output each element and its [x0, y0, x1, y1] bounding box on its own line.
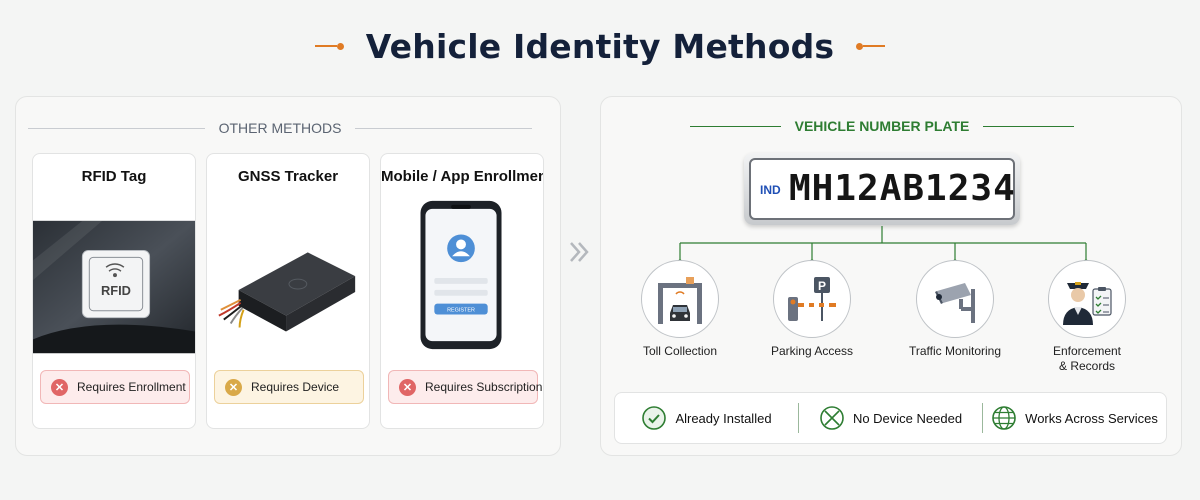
enforcement-label-line1: Enforcement — [1052, 344, 1122, 358]
plate-country-code: IND — [760, 183, 781, 197]
other-methods-heading-label: OTHER METHODS — [218, 120, 342, 136]
requires-enrollment-badge: ✕ Requires Enrollment — [40, 370, 190, 404]
benefit-works-across-services: Works Across Services — [983, 405, 1166, 431]
smartphone-image: REGISTER — [381, 200, 543, 350]
x-circle-icon: ✕ — [399, 378, 416, 396]
enforcement-label-line2: & Records — [1058, 359, 1116, 373]
requires-subscription-badge: ✕ Requires Subscription — [388, 370, 542, 404]
enforcement-records-label: Enforcement & Records — [1032, 344, 1142, 374]
requires-device-label: Requires Device — [251, 380, 340, 394]
requires-device-badge: ✕ Requires Device — [214, 370, 364, 404]
works-across-services-label: Works Across Services — [1025, 410, 1158, 426]
parking-gate-icon: P — [773, 260, 851, 338]
globe-icon — [992, 406, 1016, 430]
x-circle-icon: ✕ — [51, 378, 68, 396]
service-traffic-monitoring: Traffic Monitoring — [900, 260, 1010, 359]
rfid-image-text: RFID — [101, 283, 131, 298]
service-toll-collection: Toll Collection — [625, 260, 735, 359]
benefit-no-device-needed: No Device Needed — [799, 405, 982, 431]
benefit-already-installed: Already Installed — [615, 405, 798, 431]
benefit-divider — [982, 403, 983, 433]
rfid-tag-card: RFID Tag RFID ✕ Requires Enrollment — [32, 153, 196, 429]
gnss-tracker-card: GNSS Tracker ✕ Requires Device — [206, 153, 370, 429]
traffic-monitoring-label: Traffic Monitoring — [908, 344, 1002, 358]
other-methods-heading: OTHER METHODS — [28, 120, 533, 136]
police-officer-icon — [1048, 260, 1126, 338]
title-decoration-right — [856, 42, 886, 50]
no-device-icon — [820, 406, 844, 430]
gnss-tracker-image — [207, 220, 369, 354]
benefits-bar: Already Installed No Device Needed Works… — [614, 392, 1167, 444]
double-chevron-right-icon — [570, 242, 589, 262]
toll-collection-label: Toll Collection — [642, 344, 718, 358]
register-button-text: REGISTER — [447, 308, 475, 314]
gnss-tracker-card-title: GNSS Tracker — [237, 168, 339, 185]
title-row: Vehicle Identity Methods — [0, 22, 1200, 70]
requires-subscription-label: Requires Subscription — [425, 380, 543, 394]
mobile-app-enrollment-card: Mobile / App Enrollment REGISTER ✕ Requi… — [380, 153, 544, 429]
page-title: Vehicle Identity Methods — [365, 26, 835, 66]
service-enforcement-records: Enforcement & Records — [1032, 260, 1142, 374]
no-device-needed-label: No Device Needed — [852, 410, 963, 426]
plate-number: MH12AB1234 — [789, 168, 1016, 209]
service-parking-access: P Parking Access — [757, 260, 867, 359]
benefit-divider — [798, 403, 799, 433]
license-plate: IND MH12AB1234 — [744, 153, 1020, 225]
mobile-app-card-title: Mobile / App Enrollment — [381, 168, 544, 185]
rfid-tag-card-title: RFID Tag — [81, 168, 147, 185]
cctv-camera-icon — [916, 260, 994, 338]
toll-booth-icon — [641, 260, 719, 338]
parking-access-label: Parking Access — [770, 344, 854, 358]
rfid-tag-image: RFID — [33, 220, 195, 354]
title-decoration-left — [314, 42, 344, 50]
svg-text:P: P — [818, 279, 826, 293]
requires-enrollment-label: Requires Enrollment — [77, 380, 186, 394]
number-plate-heading: VEHICLE NUMBER PLATE — [690, 118, 1074, 134]
x-circle-icon: ✕ — [225, 378, 242, 396]
already-installed-label: Already Installed — [675, 410, 772, 426]
check-circle-icon — [642, 406, 667, 430]
number-plate-heading-label: VEHICLE NUMBER PLATE — [794, 118, 970, 134]
